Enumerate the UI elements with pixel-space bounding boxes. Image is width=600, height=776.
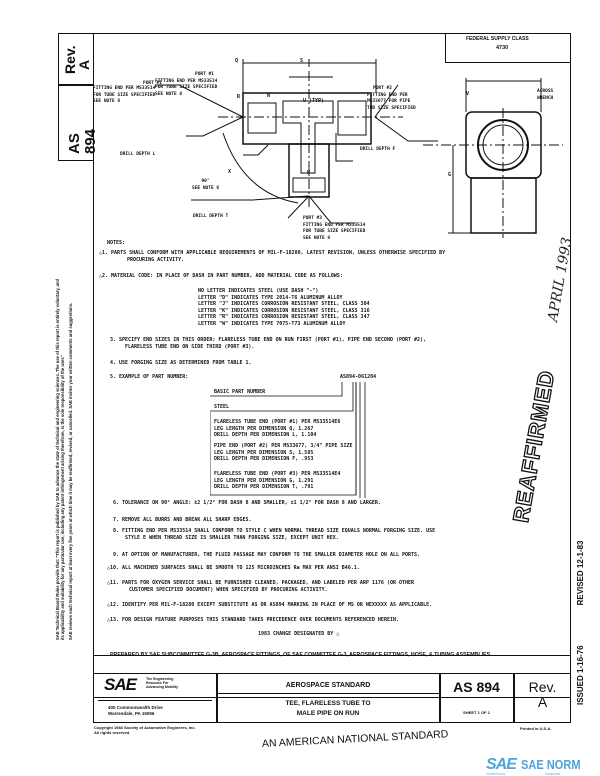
example-port3: FLARELESS TUBE END (PORT #3) PER MS33514…	[214, 471, 341, 490]
watermark-logo: SAE	[486, 756, 517, 773]
drill-depth-f: DRILL DEPTH F	[360, 147, 396, 152]
note-2: △2. MATERIAL CODE: IN PLACE OF DASH IN P…	[99, 273, 343, 279]
note-13: △13. FOR DESIGN FEATURE PURPOSES THIS ST…	[107, 617, 399, 623]
example-port1: FLARELESS TUBE END (PORT #1) PER MS33514…	[214, 419, 341, 438]
title-block	[93, 655, 571, 698]
copyright: Copyright 1983 Society of Automotive Eng…	[94, 725, 196, 735]
material-codes: NO LETTER INDICATES STEEL (USE DASH "-")…	[198, 288, 370, 327]
part-number-leader-lines	[210, 382, 366, 498]
dim-u: U (TYP)	[303, 98, 325, 104]
logo-divider	[98, 700, 212, 701]
port3-line: PORT #3	[303, 216, 322, 221]
category: AEROSPACE STANDARD	[285, 682, 371, 689]
sae-logo: SAE	[104, 675, 137, 694]
divider	[513, 673, 515, 723]
dim-x: X	[228, 169, 232, 175]
note-10: △10. ALL MACHINED SURFACES SHALL BE SMOO…	[107, 565, 360, 571]
port1-line: FITTING END PER MS33514	[93, 86, 156, 91]
watermark-sub2: STANDARDS	[545, 773, 561, 776]
printed-in: Printed in U.S.A.	[520, 726, 552, 731]
angle-value: 90°	[201, 179, 210, 184]
prepared-by: PREPARED BY SAE SUBCOMMITTEE G-3B, AEROS…	[110, 652, 491, 658]
title-doc-number: AS 894	[453, 679, 500, 695]
port2-line: THD SIZE SPECIFIED	[367, 105, 416, 111]
issued-date: ISSUED 1-16-76	[576, 645, 585, 705]
title-row	[93, 673, 571, 724]
divider	[217, 693, 439, 694]
note-5: 5. EXAMPLE OF PART NUMBER:	[110, 374, 189, 380]
divider	[439, 673, 441, 723]
drill-depth-t: DRILL DEPTH T	[193, 214, 229, 219]
federal-supply-label: FEDERAL SUPPLY CLASS	[466, 36, 529, 42]
port3-line: SEE NOTE 8	[303, 235, 331, 241]
american-national-standard: AN AMERICAN NATIONAL STANDARD	[261, 728, 449, 750]
side-rev-value: A	[76, 59, 92, 70]
revised-date: REVISED 12-1-83	[576, 540, 585, 606]
note-4: 4. USE FORGING SIZE AS DETERMINED FROM T…	[110, 360, 252, 366]
change-designation: 1983 CHANGE DESIGNATED BY △	[258, 631, 340, 637]
angle-callout: 90°SEE NOTE 6	[192, 179, 219, 192]
tee-side-view	[423, 78, 563, 238]
port3-line: FOR TUBE SIZE SPECIFIED	[303, 229, 366, 234]
notes-heading: NOTES:	[107, 240, 126, 246]
note-9: 9. AT OPTION OF MANUFACTURER, THE FLUID …	[113, 552, 421, 558]
port3-line: FITTING END PER MS33514	[303, 222, 366, 228]
dim-v: V	[466, 91, 470, 97]
dim-r: R	[237, 94, 241, 100]
example-part-number: AS894-061204	[340, 374, 377, 380]
side-rev-label: Rev.	[62, 45, 78, 74]
issued-dates: ISSUED 1-16-76 REVISED 12-1-83	[576, 540, 585, 705]
note-7: 7. REMOVE ALL BURRS AND BREAK ALL SHARP …	[113, 517, 252, 523]
example-port2: PIPE END (PORT #2) PER MS33677, 3/4" PIP…	[214, 443, 353, 462]
dim-n: N	[267, 93, 271, 99]
federal-supply-value: 4730	[496, 45, 509, 51]
example-steel: STEEL	[214, 404, 230, 410]
drill-depth-l: DRILL DEPTH L	[120, 152, 156, 157]
dim-g: G	[448, 172, 452, 178]
sheet-number: SHEET 1 OF 2	[463, 710, 490, 715]
port2-line: FITTING END PER	[367, 92, 408, 98]
port1-line: SEE NOTE 8	[93, 99, 121, 104]
note-3: 3. SPECIFY END SIZES IN THIS ORDER: FLAR…	[110, 337, 427, 350]
dim-s: S	[300, 58, 304, 64]
note-11: △11. PARTS FOR OXYGEN SERVICE SHALL BE F…	[107, 580, 415, 593]
note-1: △1. PARTS SHALL CONFORM WITH APPLICABLE …	[99, 250, 446, 263]
watermark-sub: INTERNATIONAL	[486, 773, 506, 776]
drawing-frame	[93, 33, 571, 723]
port2-line: MS33677 FOR PIPE	[367, 99, 411, 104]
angle-note: SEE NOTE 6	[192, 185, 220, 191]
port1-line: FOR TUBE SIZE SPECIFIED	[93, 92, 156, 98]
port2-line: PORT #2	[373, 86, 392, 91]
divider	[216, 673, 218, 723]
disclaimer: SAE Technical Board Rules provide that: …	[55, 220, 73, 640]
side-docnum-box: AS 894	[58, 85, 99, 161]
tee-fitting-drawing	[155, 59, 563, 238]
port1-title: PORT #1	[143, 81, 162, 86]
note-12: △12. IDENTIFY PER MIL-F-18280 EXCEPT SUB…	[107, 602, 433, 608]
disclaimer-line: its applicability and suitability for an…	[60, 354, 65, 640]
tee-front-view	[155, 59, 438, 224]
watermark-text: SAE NORM	[521, 757, 581, 772]
title-rev: Rev.A	[528, 679, 557, 710]
example-basic-part: BASIC PART NUMBER	[214, 389, 266, 395]
disclaimer-line: SAE reviews each technical report at lea…	[68, 302, 73, 640]
federal-supply-box: FEDERAL SUPPLY CLASS 4730	[445, 33, 571, 63]
dim-q: Q	[235, 58, 239, 64]
note-6: 6. TOLERANCE ON 90° ANGLE: ±2 1/2° FOR D…	[113, 500, 381, 506]
note-8: 8. FITTING END PER MS33514 SHALL CONFORM…	[113, 528, 436, 541]
dim-w: W	[307, 170, 311, 176]
side-rev-box: Rev. A	[58, 33, 94, 85]
